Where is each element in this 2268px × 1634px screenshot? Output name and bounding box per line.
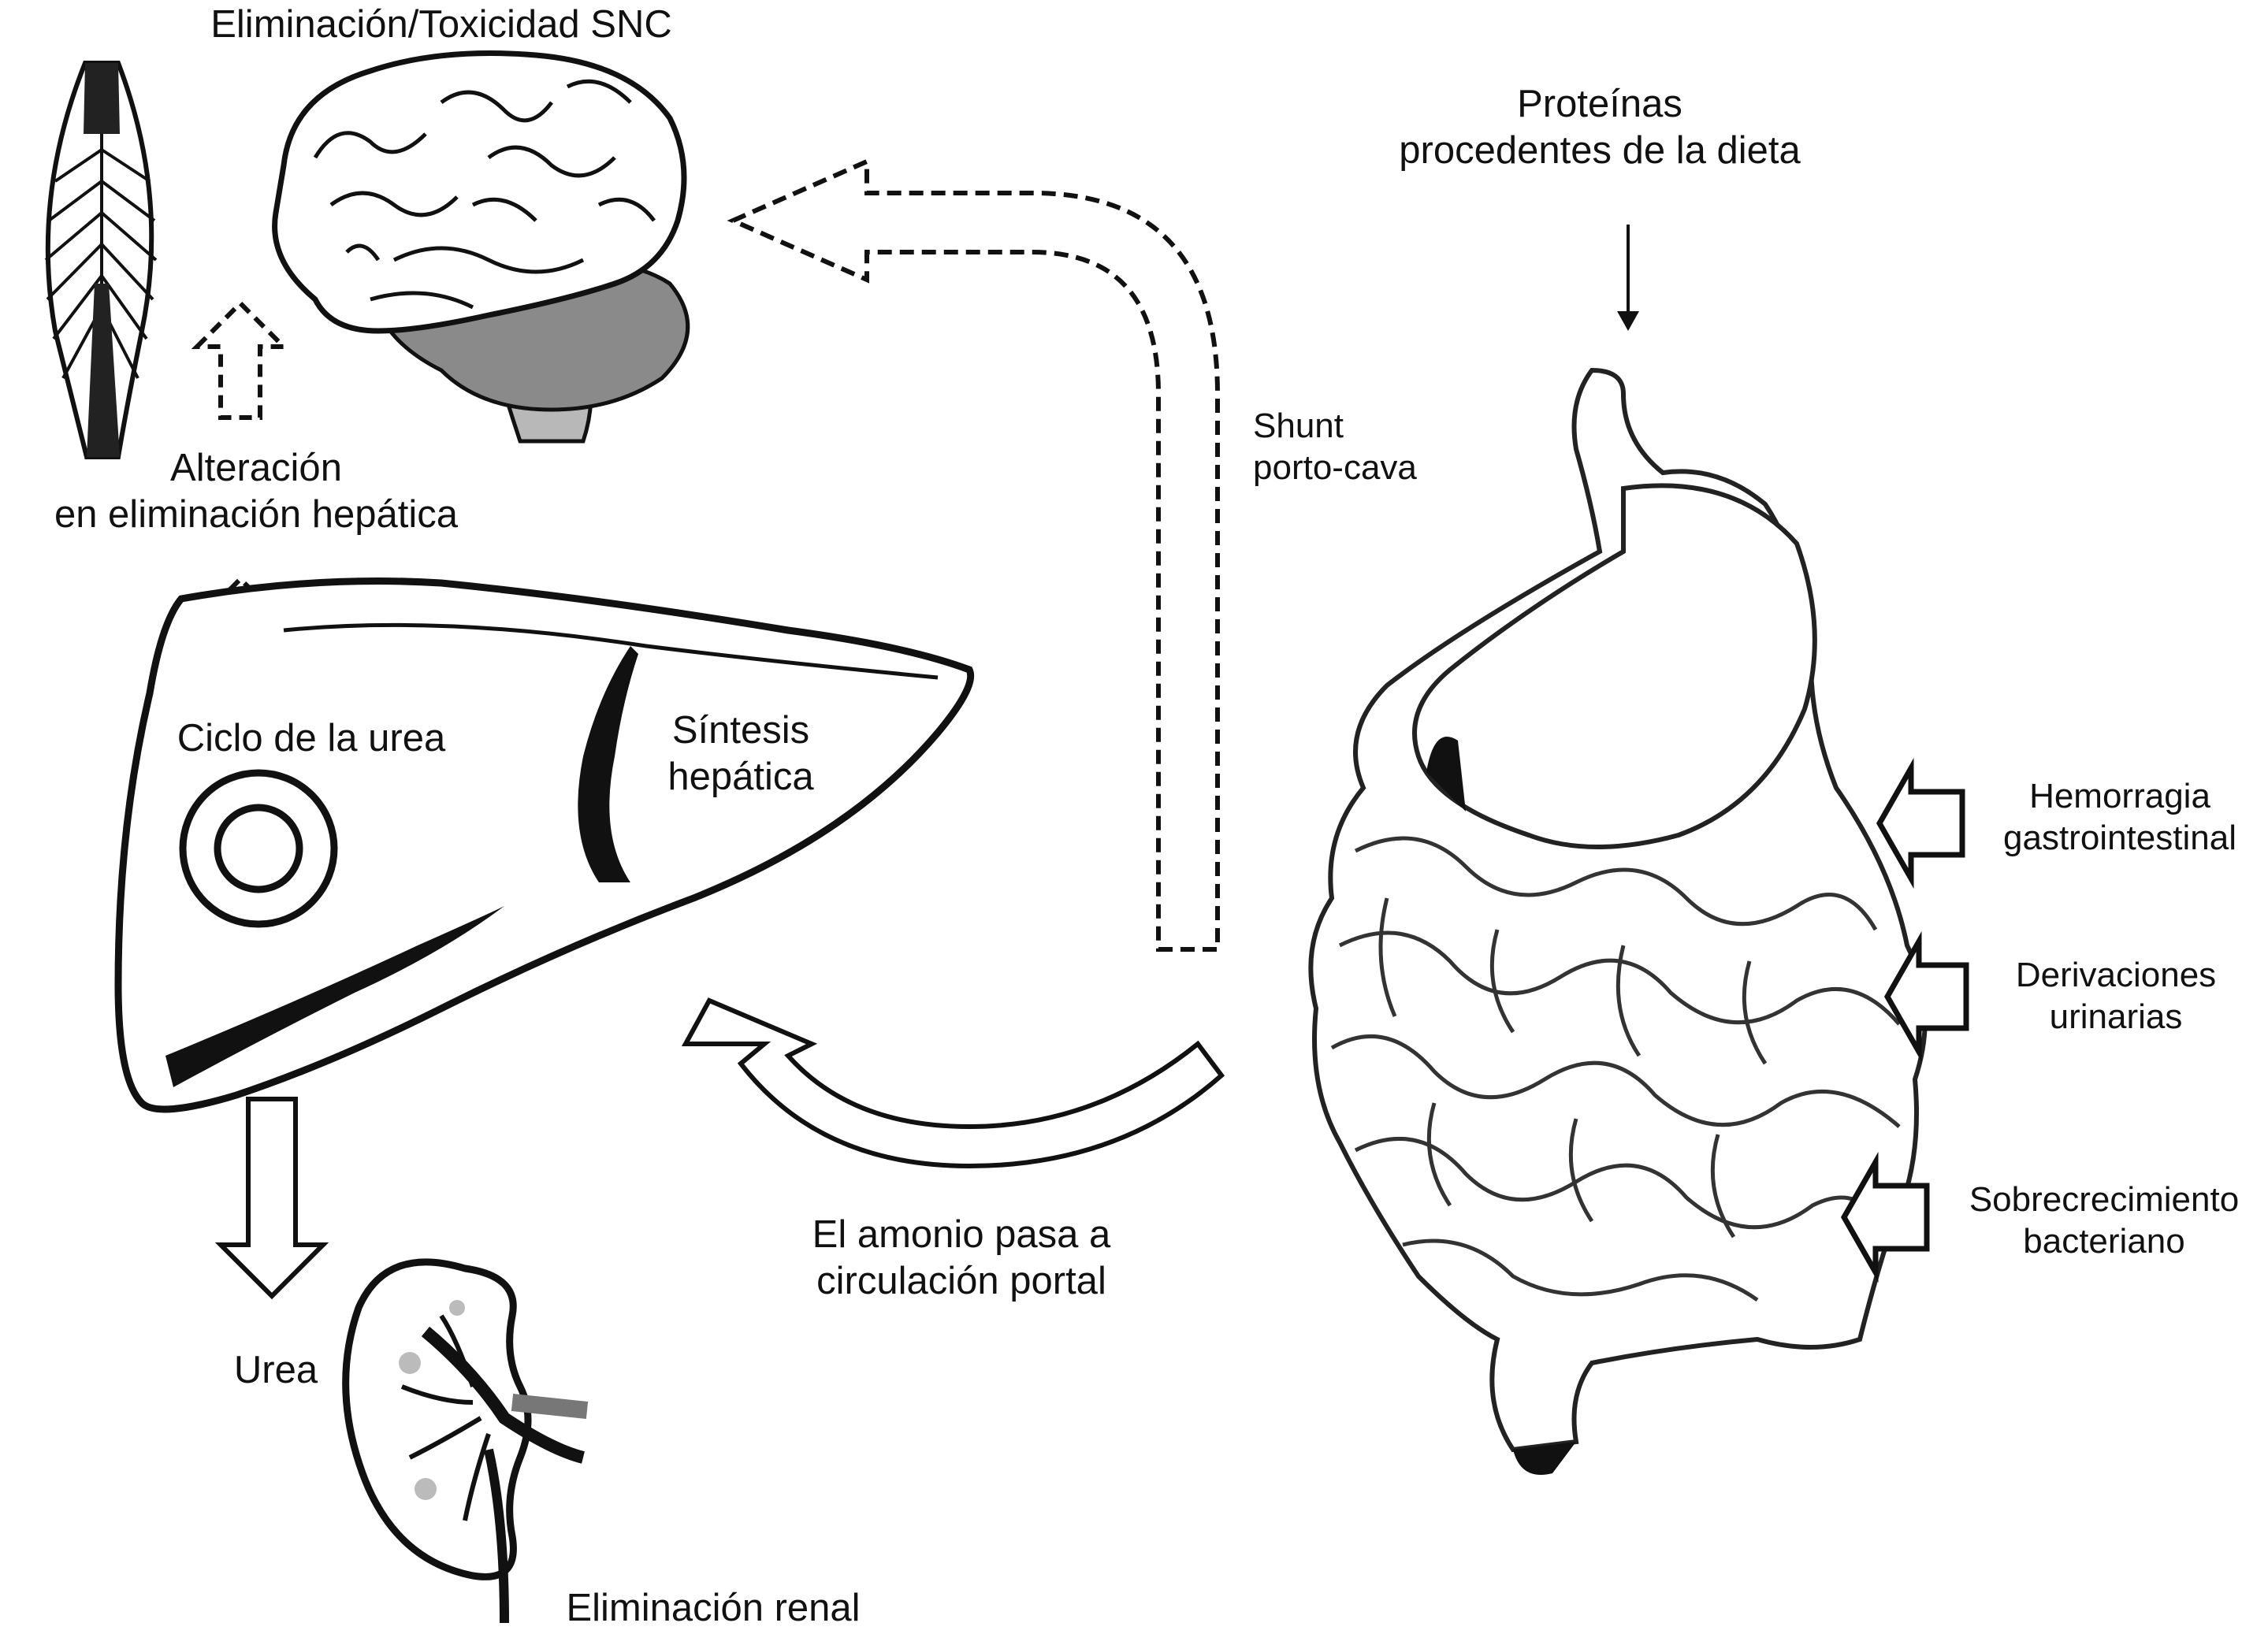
bacterial-overgrowth-label: Sobrecrecimiento bacteriano — [1969, 1180, 2240, 1261]
urinary-diversion-label: Derivaciones urinarias — [2015, 956, 2217, 1036]
protein-down-arrow — [1617, 225, 1639, 331]
hepatic-synthesis-label: Síntesis hepática — [667, 709, 814, 798]
ammonia-portal-label: El amonio pasa a circulación portal — [812, 1213, 1111, 1302]
urinary-arrow — [1883, 930, 1969, 1063]
shunt-dashed-arrow — [727, 158, 1220, 952]
gi-bleeding-label: Hemorragia gastrointestinal — [2003, 777, 2236, 857]
portal-circulation-arrow — [681, 997, 1225, 1169]
down-arrow-urea — [214, 1097, 329, 1300]
bacterial-arrow — [1840, 1151, 1930, 1283]
muscle-icon — [44, 61, 158, 459]
gi-bleeding-arrow — [1876, 757, 1965, 889]
liver-icon — [114, 577, 975, 1113]
shunt-label: Shunt porto-cava — [1253, 407, 1417, 487]
brain-title-label: Eliminación/Toxicidad SNC — [210, 3, 672, 46]
urea-cycle-ring-icon — [179, 769, 338, 928]
intestine-icon — [1308, 367, 1928, 1475]
hepatic-alteration-label: Alteración en eliminación hepática — [54, 447, 459, 536]
urea-label: Urea — [233, 1349, 318, 1391]
renal-elimination-label: Eliminación renal — [566, 1587, 861, 1629]
brain-icon — [272, 50, 690, 444]
dietary-proteins-label: Proteínas procedentes de la dieta — [1399, 83, 1801, 172]
kidney-icon — [342, 1258, 589, 1624]
up-arrow-dashed-upper — [191, 299, 290, 420]
urea-cycle-label: Ciclo de la urea — [177, 717, 446, 759]
